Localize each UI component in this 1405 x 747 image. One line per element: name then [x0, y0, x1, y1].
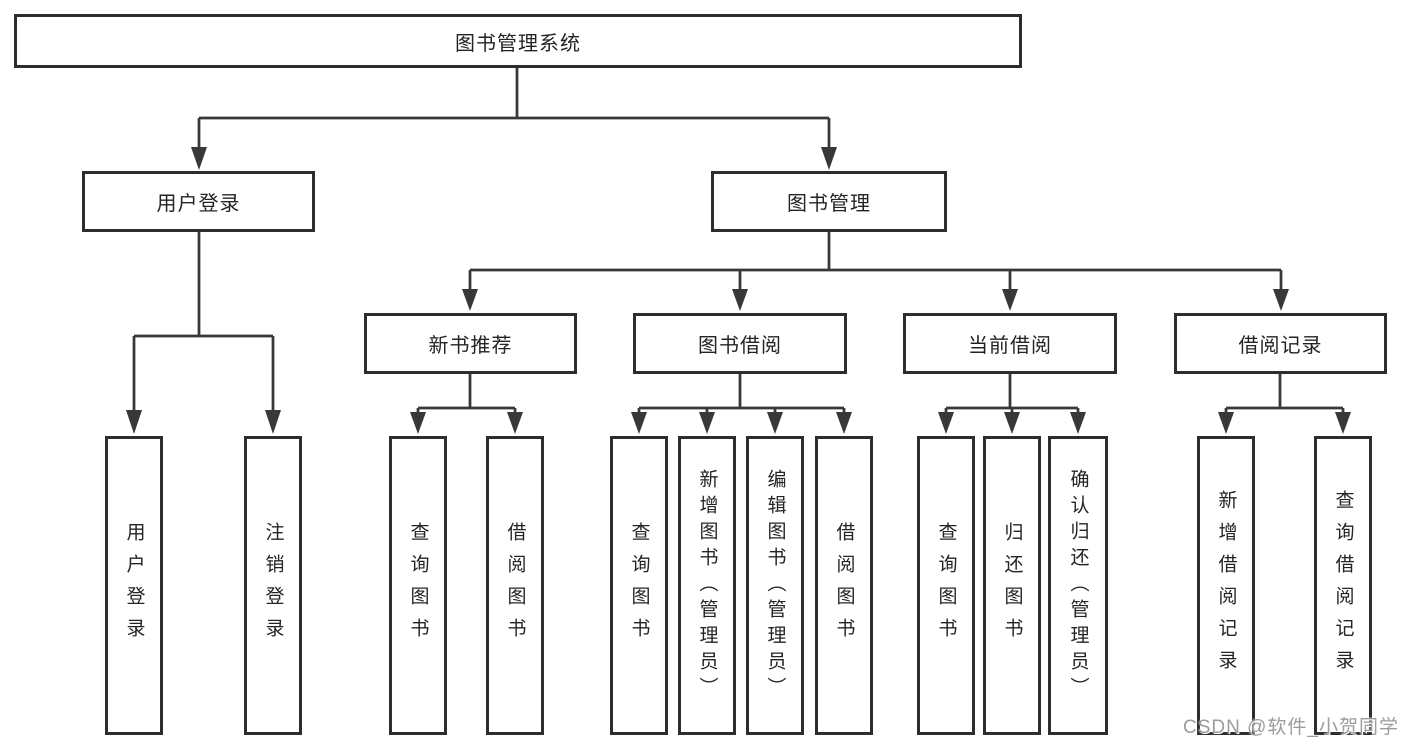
connector-user-login-to-leaves: [126, 231, 281, 434]
leaf-query-borrow-record-label: 查询借阅记录: [1332, 489, 1354, 682]
leaf-borrow-books-label: 借阅图书: [833, 521, 855, 650]
leaf-borrow-query-books-label: 查询图书: [628, 521, 650, 650]
leaf-add-books-admin-label: 新增图书（管理员）: [696, 468, 718, 703]
connector-book-management-to-level3: [462, 231, 1289, 311]
connector-book-borrow-to-leaves: [631, 373, 852, 434]
leaf-logout-label: 注销登录: [262, 521, 284, 650]
leaf-user-login: 用户登录: [105, 436, 163, 735]
leaf-current-query-books: 查询图书: [917, 436, 975, 735]
leaf-recommend-borrow-books: 借阅图书: [486, 436, 544, 735]
leaf-borrow-books: 借阅图书: [815, 436, 873, 735]
connector-root-to-level2: [191, 67, 837, 170]
leaf-add-borrow-record-label: 新增借阅记录: [1215, 489, 1237, 682]
node-current-borrow: 当前借阅: [903, 313, 1117, 374]
node-library-management-system: 图书管理系统: [14, 14, 1022, 68]
node-borrow-records: 借阅记录: [1174, 313, 1387, 374]
leaf-edit-books-admin: 编辑图书（管理员）: [746, 436, 804, 735]
csdn-watermark: CSDN @软件_小贺同学: [1183, 717, 1399, 738]
leaf-add-borrow-record: 新增借阅记录: [1197, 436, 1255, 735]
connector-current-borrow-to-leaves: [938, 373, 1086, 434]
leaf-return-books-label: 归还图书: [1001, 521, 1023, 650]
leaf-user-login-label: 用户登录: [123, 521, 145, 650]
leaf-borrow-query-books: 查询图书: [610, 436, 668, 735]
leaf-recommend-borrow-books-label: 借阅图书: [504, 521, 526, 650]
leaf-confirm-return-admin-label: 确认归还（管理员）: [1067, 468, 1089, 703]
leaf-return-books: 归还图书: [983, 436, 1041, 735]
leaf-current-query-books-label: 查询图书: [935, 521, 957, 650]
connector-new-book-recommend-to-leaves: [410, 373, 523, 434]
node-new-book-recommend: 新书推荐: [364, 313, 577, 374]
node-book-borrow: 图书借阅: [633, 313, 847, 374]
leaf-query-borrow-record: 查询借阅记录: [1314, 436, 1372, 735]
leaf-add-books-admin: 新增图书（管理员）: [678, 436, 736, 735]
connector-borrow-records-to-leaves: [1218, 373, 1351, 434]
leaf-recommend-query-books-label: 查询图书: [407, 521, 429, 650]
leaf-edit-books-admin-label: 编辑图书（管理员）: [764, 468, 786, 703]
leaf-confirm-return-admin: 确认归还（管理员）: [1048, 436, 1108, 735]
leaf-logout: 注销登录: [244, 436, 302, 735]
node-book-management: 图书管理: [711, 171, 947, 232]
leaf-recommend-query-books: 查询图书: [389, 436, 447, 735]
node-user-login: 用户登录: [82, 171, 315, 232]
